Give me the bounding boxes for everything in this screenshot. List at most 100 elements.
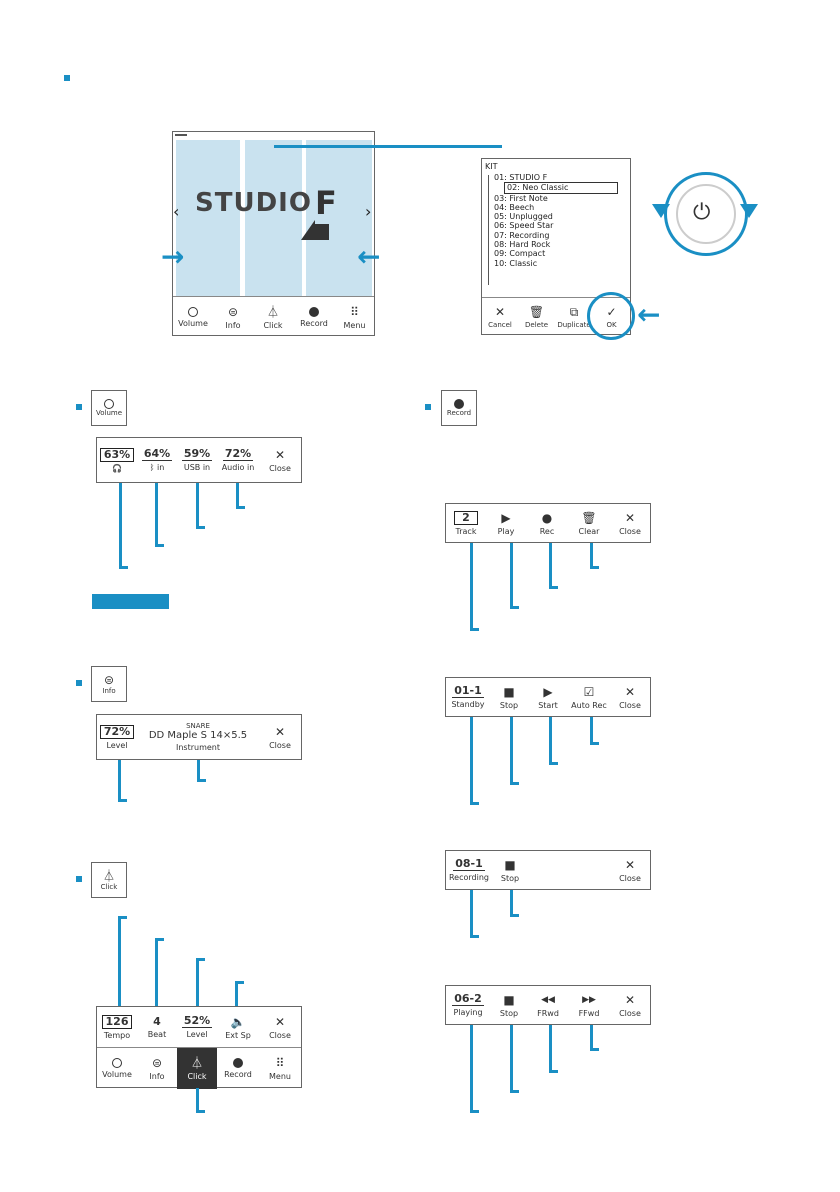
callout-line bbox=[155, 483, 158, 547]
callout-line bbox=[510, 606, 519, 609]
kit-item[interactable]: 08: Hard Rock bbox=[494, 240, 551, 250]
start-button[interactable]: ▶ Start bbox=[538, 684, 558, 710]
click-screen: 126 Tempo 4 Beat 52% Level 🔈 Ext Sp ✕ Cl… bbox=[96, 1006, 302, 1089]
audio-in-volume[interactable]: 72% Audio in bbox=[221, 447, 255, 473]
callout-line bbox=[470, 802, 479, 805]
callout-line bbox=[197, 760, 200, 782]
callout-line bbox=[236, 483, 239, 509]
track-select[interactable]: 2 Track bbox=[454, 510, 478, 536]
stop-icon: ■ bbox=[504, 857, 516, 872]
stop-button[interactable]: ■ Stop bbox=[500, 857, 520, 883]
close-button[interactable]: ✕ Close bbox=[619, 510, 641, 536]
callout-line bbox=[235, 981, 238, 1006]
callout-line bbox=[155, 544, 164, 547]
trash-icon: 🗑 bbox=[528, 305, 545, 319]
kit-item[interactable]: 06: Speed Star bbox=[494, 221, 554, 231]
close-icon: ✕ bbox=[274, 447, 286, 462]
kit-item[interactable]: 01: STUDIO F bbox=[494, 173, 548, 182]
recording-counter: 08-1 Recording bbox=[448, 857, 489, 883]
headphones-volume[interactable]: 63% 🎧 bbox=[97, 438, 137, 482]
instrument-display[interactable]: SNARE DD Maple S 14×5.5 Instrument bbox=[148, 722, 248, 752]
close-button[interactable]: ✕ Close bbox=[269, 447, 291, 473]
callout-line bbox=[590, 1025, 593, 1051]
checkbox-icon: ☑ bbox=[583, 684, 595, 699]
instrument-name: DD Maple S 14×5.5 bbox=[148, 730, 248, 741]
callout-line bbox=[470, 1110, 479, 1113]
menu-menu[interactable]: ⠿ Menu bbox=[269, 1056, 291, 1081]
callout-line bbox=[196, 1088, 199, 1113]
logo-mark bbox=[301, 220, 315, 240]
stop-button[interactable]: ■ Stop bbox=[499, 684, 519, 710]
pad-left[interactable] bbox=[176, 140, 240, 296]
rec-button[interactable]: ● Rec bbox=[539, 510, 555, 536]
level-control[interactable]: 72% Level bbox=[97, 715, 137, 759]
record-icon bbox=[454, 399, 464, 409]
beat-control[interactable]: 4 Beat bbox=[147, 1014, 167, 1039]
callout-line bbox=[470, 628, 479, 631]
close-button[interactable]: ✕ Close bbox=[619, 992, 641, 1018]
kit-item-selected[interactable]: 02: Neo Classic bbox=[504, 182, 618, 194]
menu-info[interactable]: ⊜ Info bbox=[149, 1056, 165, 1081]
logo-letter: F bbox=[315, 184, 337, 222]
tempo-control[interactable]: 126 Tempo bbox=[97, 1007, 137, 1047]
play-icon: ▶ bbox=[501, 510, 511, 525]
kit-item[interactable]: 05: Unplugged bbox=[494, 212, 553, 222]
callout-line bbox=[196, 483, 199, 529]
next-kit-arrow[interactable]: › bbox=[365, 202, 372, 221]
click-level-control[interactable]: 52% Level bbox=[181, 1014, 213, 1039]
close-button[interactable]: ✕ Close bbox=[269, 724, 291, 750]
callout-line bbox=[470, 890, 473, 938]
callout-line bbox=[549, 586, 558, 589]
duplicate-button[interactable]: ⧉ Duplicate bbox=[557, 305, 591, 329]
clear-button[interactable]: 🗑 Clear bbox=[578, 510, 600, 536]
record-icon bbox=[309, 306, 319, 317]
auto-rec-toggle[interactable]: ☑ Auto Rec bbox=[571, 684, 607, 710]
fast-forward-button[interactable]: ▶▶ FFwd bbox=[578, 994, 600, 1018]
kit-item[interactable]: 09: Compact bbox=[494, 249, 546, 259]
menu-volume[interactable]: Volume bbox=[173, 297, 213, 337]
prev-kit-arrow[interactable]: ‹ bbox=[173, 202, 180, 221]
kit-item[interactable]: 03: First Note bbox=[494, 193, 548, 203]
standby-counter: 01-1 Standby bbox=[451, 684, 485, 710]
metronome-icon: ⏃ bbox=[190, 1056, 203, 1070]
delete-button[interactable]: 🗑 Delete bbox=[525, 305, 548, 329]
record-screen-playing: 06-2 Playing ■ Stop ◀◀ FRwd ▶▶ FFwd ✕ Cl… bbox=[445, 985, 651, 1025]
highlight-bar bbox=[92, 594, 169, 609]
click-settings-row: 126 Tempo 4 Beat 52% Level 🔈 Ext Sp ✕ Cl… bbox=[97, 1007, 301, 1047]
play-button[interactable]: ▶ Play bbox=[497, 510, 515, 536]
usb-in-volume[interactable]: 59% USB in bbox=[181, 447, 213, 472]
callout-line bbox=[155, 938, 164, 941]
callout-line bbox=[197, 779, 206, 782]
callout-line bbox=[119, 566, 128, 569]
ext-speaker-toggle[interactable]: 🔈 Ext Sp bbox=[225, 1014, 251, 1040]
callout-line bbox=[470, 543, 473, 631]
menu-volume[interactable]: Volume bbox=[97, 1048, 137, 1089]
record-icon bbox=[233, 1058, 243, 1068]
callout-line bbox=[196, 526, 205, 529]
menu-record[interactable]: Record bbox=[293, 297, 335, 337]
menu-click[interactable]: ⏃ Click bbox=[263, 304, 283, 330]
close-button[interactable]: ✕ Close bbox=[269, 1014, 291, 1040]
callout-line bbox=[235, 981, 244, 984]
click-menu-bar: Volume ⊜ Info ⏃ Click Record ⠿ Menu bbox=[97, 1047, 301, 1089]
pad-center[interactable] bbox=[245, 140, 302, 296]
stop-button[interactable]: ■ Stop bbox=[499, 992, 519, 1018]
bluetooth-in-volume[interactable]: 64% ᛒ in bbox=[141, 447, 173, 472]
menu-info[interactable]: ⊜ Info bbox=[225, 304, 241, 330]
cancel-button[interactable]: ✕ Cancel bbox=[488, 305, 512, 329]
close-x-icon: ✕ bbox=[494, 305, 506, 319]
kit-scrollbar[interactable] bbox=[488, 175, 489, 285]
menu-click-active[interactable]: ⏃ Click bbox=[177, 1048, 217, 1089]
kit-item[interactable]: 04: Beech bbox=[494, 202, 535, 212]
close-button[interactable]: ✕ Close bbox=[619, 857, 641, 883]
callout-line bbox=[510, 1025, 513, 1093]
close-icon: ✕ bbox=[624, 684, 636, 699]
kit-item[interactable]: 07: Recording bbox=[494, 230, 550, 240]
menu-record[interactable]: Record bbox=[217, 1048, 259, 1089]
rewind-button[interactable]: ◀◀ FRwd bbox=[537, 994, 559, 1018]
menu-menu[interactable]: ⠿ Menu bbox=[343, 304, 366, 330]
callout-line bbox=[510, 1090, 519, 1093]
close-button[interactable]: ✕ Close bbox=[619, 684, 641, 710]
kit-item[interactable]: 10: Classic bbox=[494, 258, 538, 268]
pad-right[interactable] bbox=[306, 140, 372, 296]
